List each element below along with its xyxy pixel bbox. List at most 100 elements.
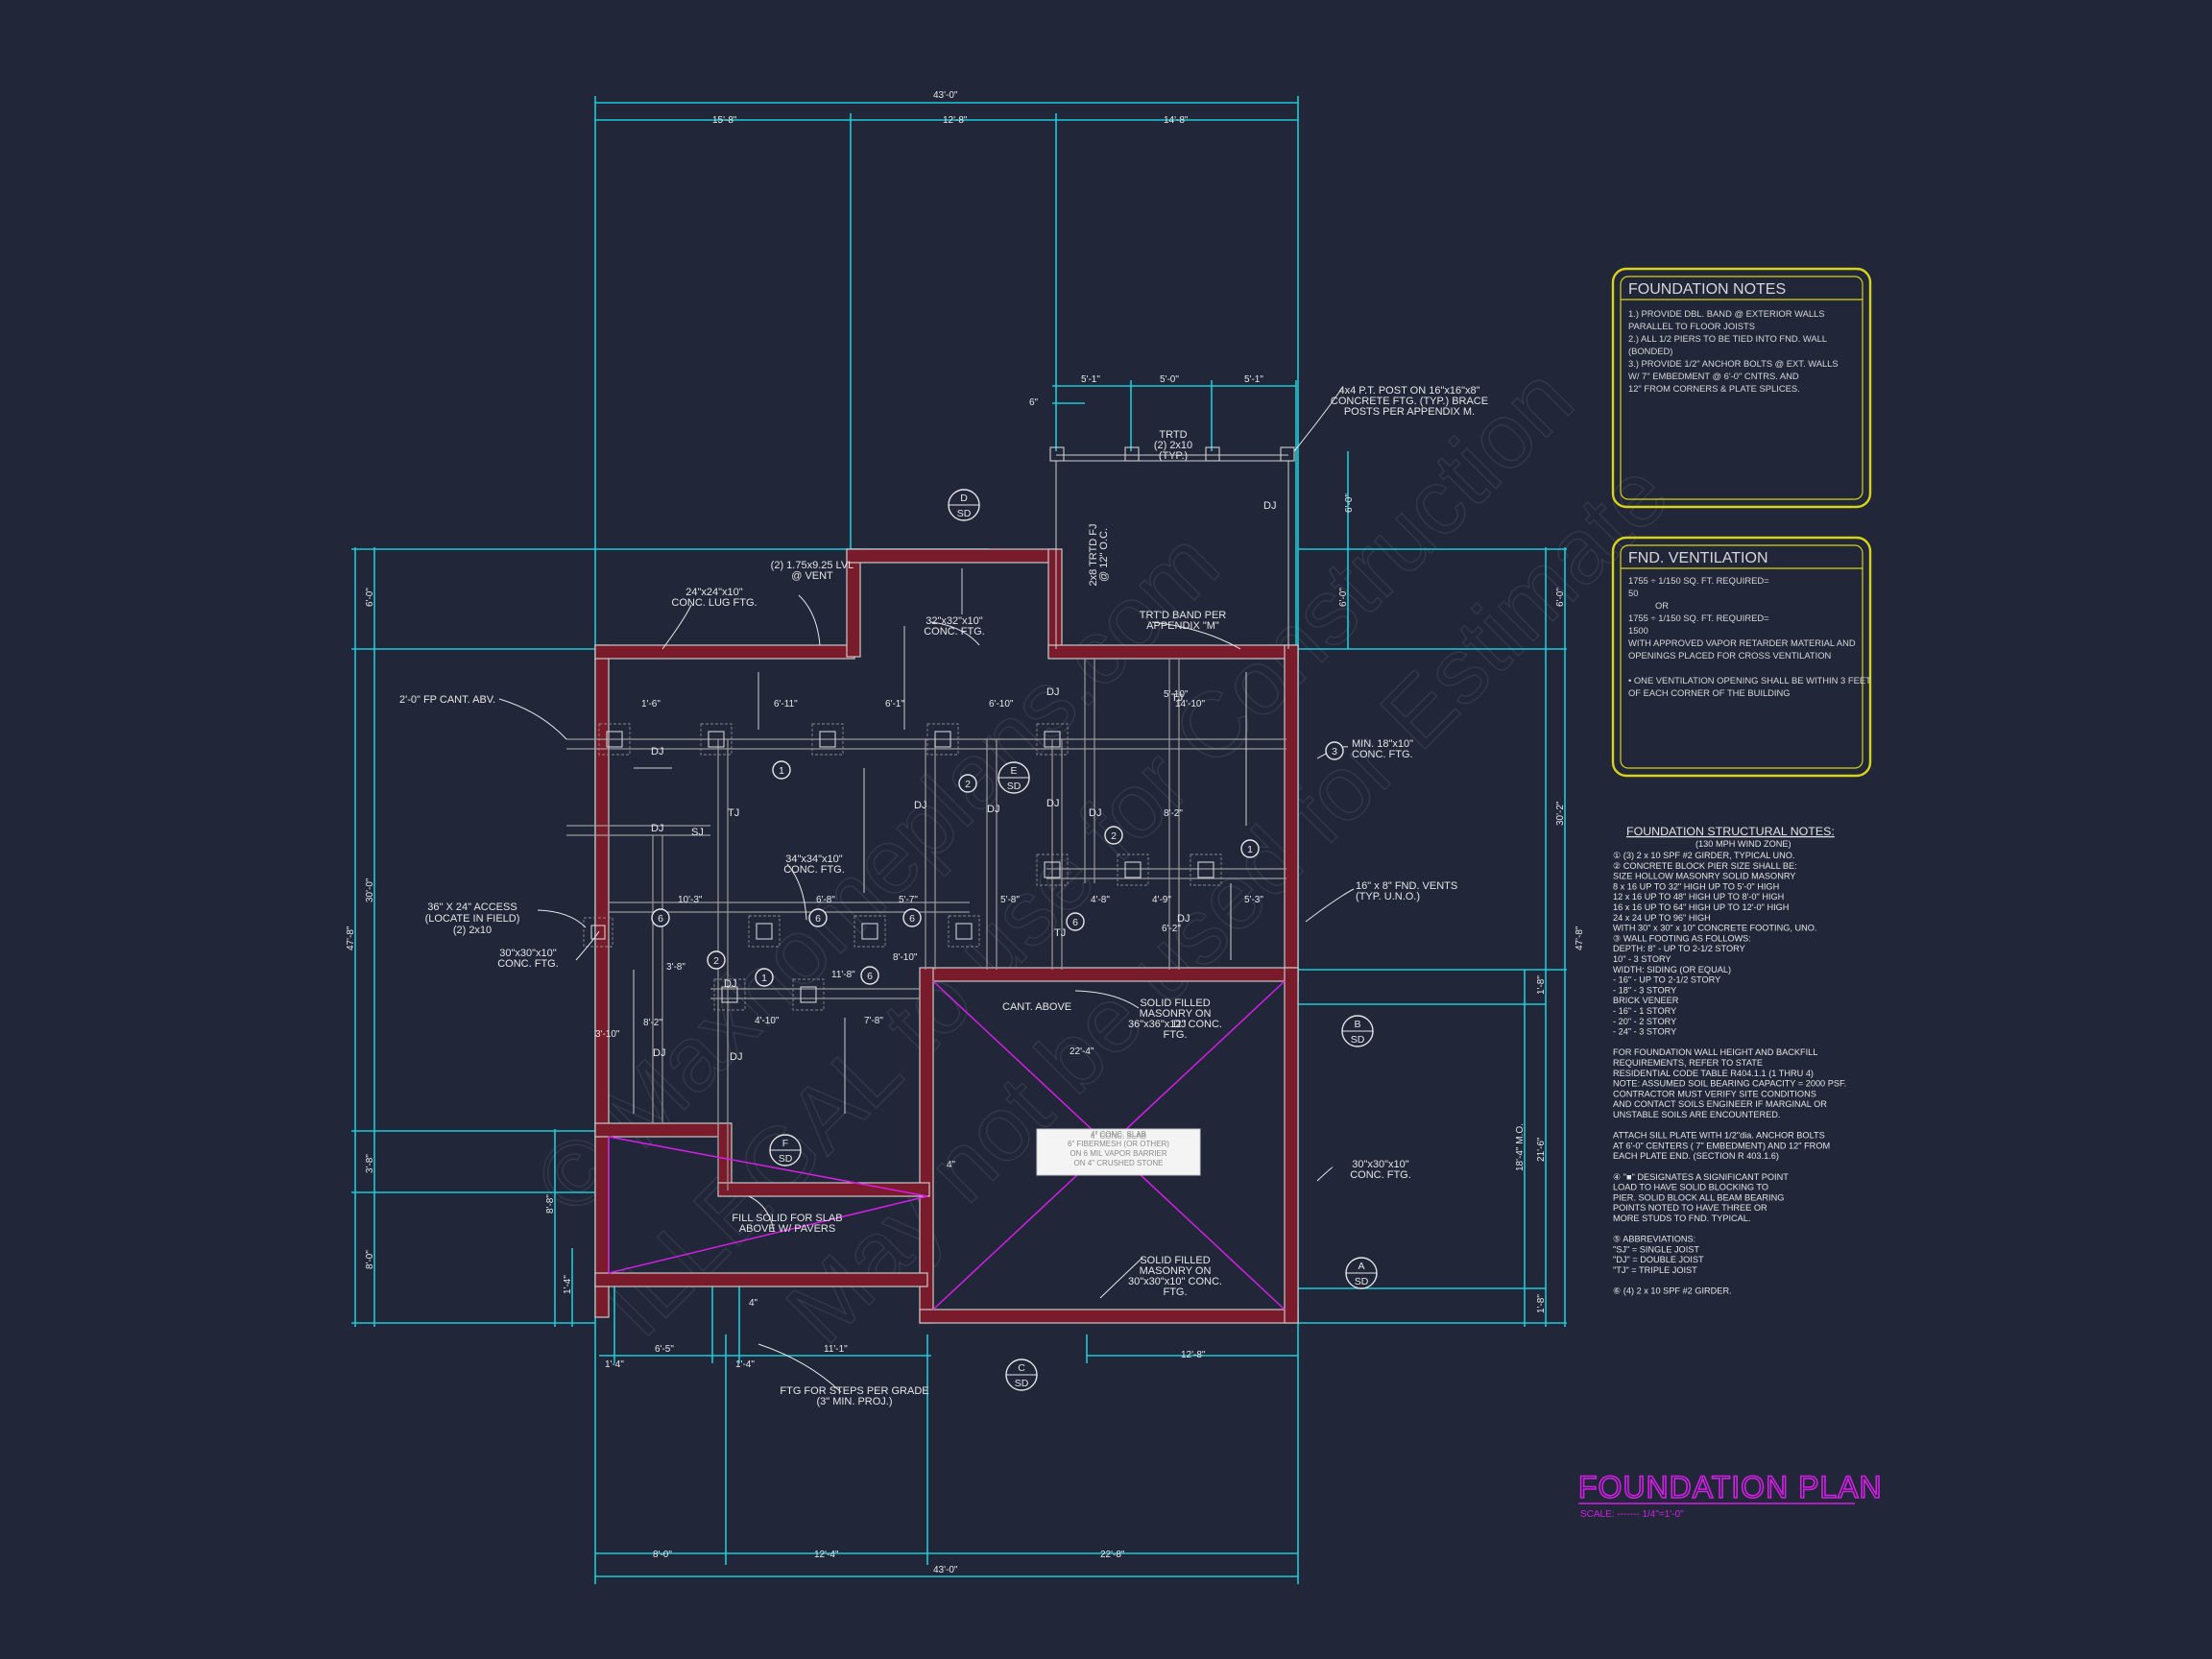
svg-text:SD: SD bbox=[1355, 1276, 1369, 1287]
foundation-notes-heading: FOUNDATION NOTES bbox=[1628, 281, 1786, 298]
dim-right-overall: 47'-8" bbox=[1575, 926, 1585, 950]
dim-left-seg-1: 6'-0" bbox=[365, 588, 375, 607]
dim-right-seg-3: 30'-2" bbox=[1555, 801, 1566, 826]
structural-note-line: MORE STUDS TO FND. TYPICAL. bbox=[1613, 1214, 1750, 1223]
dimension-lines bbox=[351, 96, 1567, 1584]
fnd-ventilation-panel: FND. VENTILATION 1755 ÷ 1/150 SQ. FT. RE… bbox=[1611, 536, 1872, 778]
structural-note-line: BRICK VENEER bbox=[1613, 996, 1679, 1005]
dim-porch-small: 6" bbox=[1029, 397, 1039, 408]
detail-tag: 6 bbox=[860, 966, 879, 985]
svg-text:4" CONC. SLAB: 4" CONC. SLAB bbox=[1091, 1132, 1146, 1141]
structural-note-line: - 24" - 3 STORY bbox=[1613, 1027, 1676, 1037]
ventilation-line: WITH APPROVED VAPOR RETARDER MATERIAL AN… bbox=[1628, 637, 1856, 648]
interior-dimension: 4" bbox=[749, 1298, 758, 1309]
structural-note-line: AND CONTACT SOILS ENGINEER IF MARGINAL O… bbox=[1613, 1099, 1827, 1109]
leader-line bbox=[1151, 621, 1241, 650]
ventilation-line: OF EACH CORNER OF THE BUILDING bbox=[1628, 687, 1791, 698]
joist-tag: DJ bbox=[730, 1051, 742, 1063]
structural-note-line: "SJ" = SINGLE JOIST bbox=[1613, 1244, 1699, 1254]
joist-tag: SJ bbox=[691, 827, 704, 838]
annotations: (2) 1.75x9.25 LVL@ VENT24"x24"x10"CONC. … bbox=[399, 385, 1488, 1407]
svg-text:2: 2 bbox=[713, 955, 719, 967]
structural-note-line: 16 x 16 UP TO 64" HIGH UP TO 12'-0" HIGH bbox=[1613, 902, 1789, 912]
section-bubble: ESD bbox=[998, 761, 1030, 794]
leader-line bbox=[748, 1195, 775, 1232]
structural-note-line: "TJ" = TRIPLE JOIST bbox=[1613, 1265, 1697, 1275]
svg-text:E: E bbox=[1010, 765, 1017, 777]
structural-notes-subheading: (130 MPH WIND ZONE) bbox=[1695, 839, 1791, 849]
structural-note-line: - 18" - 3 STORY bbox=[1613, 985, 1676, 995]
leader-line bbox=[930, 621, 980, 646]
structural-notes-heading: FOUNDATION STRUCTURAL NOTES: bbox=[1626, 825, 1835, 838]
title-block: FOUNDATION PLAN SCALE: ------- 1/4"=1'-0… bbox=[1577, 1469, 1882, 1520]
detail-tag: 1 bbox=[755, 968, 774, 987]
svg-text:SD: SD bbox=[1015, 1378, 1029, 1389]
dim-right-seg-4: 1'-8" bbox=[1536, 975, 1547, 995]
ventilation-line: OPENINGS PLACED FOR CROSS VENTILATION bbox=[1628, 650, 1831, 661]
joist-tag: DJ bbox=[1046, 798, 1059, 809]
trtd-label: TRTD(2) 2x10(TYP.) bbox=[1154, 429, 1192, 462]
interior-dimension: 4" bbox=[947, 1160, 956, 1170]
structural-note-line: ② CONCRETE BLOCK PIER SIZE SHALL BE: bbox=[1613, 861, 1797, 871]
interior-dimension: 6'-2" bbox=[1162, 924, 1181, 934]
interior-dimension: 6'-8" bbox=[816, 895, 835, 905]
dim-top-overall: 43'-0" bbox=[933, 90, 958, 101]
foundation-note-line: W/ 7" EMBEDMENT @ 6'-0" CNTRS. AND bbox=[1628, 371, 1799, 381]
structural-note-line: - 16" - 1 STORY bbox=[1613, 1006, 1676, 1016]
interior-dimension: 5'-10" bbox=[1164, 689, 1189, 700]
interior-dimension: 6'-10" bbox=[989, 699, 1014, 709]
interior-dimension: 5'-7" bbox=[899, 895, 918, 905]
structural-note-line: WITH 30" x 30" x 10" CONCRETE FOOTING, U… bbox=[1613, 924, 1816, 933]
dim-left-small-1: 8'-8" bbox=[545, 1194, 556, 1214]
structural-note-line: FOR FOUNDATION WALL HEIGHT AND BACKFILL bbox=[1613, 1047, 1817, 1057]
structural-note-line: ⑤ ABBREVIATIONS: bbox=[1613, 1235, 1695, 1244]
interior-dimension: 6'-1" bbox=[885, 699, 904, 709]
svg-text:1: 1 bbox=[779, 765, 784, 777]
detail-tag: 6 bbox=[808, 908, 828, 927]
dim-right-seg-5: 21'-6" bbox=[1536, 1137, 1547, 1162]
interior-dimension: 8'-10" bbox=[893, 952, 918, 963]
foundation-note-line: 3.) PROVIDE 1/2" ANCHOR BOLTS @ EXT. WAL… bbox=[1628, 358, 1839, 369]
joist-tag: DJ bbox=[1173, 1019, 1186, 1030]
access-label: 36" X 24" ACCESS(LOCATE IN FIELD)(2) 2x1… bbox=[425, 902, 520, 936]
dim-porch-1: 5'-1" bbox=[1081, 374, 1100, 385]
ftg-steps-label: FTG FOR STEPS PER GRADE(3" MIN. PROJ.) bbox=[780, 1385, 928, 1407]
interior-dimension: 4'-8" bbox=[1091, 895, 1110, 905]
structural-note-line: 12 x 16 UP TO 48" HIGH UP TO 8'-0" HIGH bbox=[1613, 892, 1784, 902]
svg-text:A: A bbox=[1358, 1261, 1364, 1272]
svg-text:1: 1 bbox=[761, 973, 767, 984]
interior-dimension: 11'-8" bbox=[831, 970, 855, 980]
interior-dimension: 8'-2" bbox=[643, 1018, 662, 1028]
foundation-note-line: 1.) PROVIDE DBL. BAND @ EXTERIOR WALLS bbox=[1628, 308, 1825, 319]
section-bubble: BSD bbox=[1341, 1015, 1374, 1047]
interior-dimension: 5'-3" bbox=[1244, 895, 1263, 905]
leader-line bbox=[757, 1343, 842, 1393]
interior-dimension: 7'-8" bbox=[864, 1016, 883, 1026]
leader-line bbox=[798, 594, 821, 646]
conc-ftg-30-label: 30"x30"x10"CONC. FTG. bbox=[497, 948, 559, 970]
svg-text:D: D bbox=[960, 493, 968, 504]
foundation-notes-panel: FOUNDATION NOTES 1.) PROVIDE DBL. BAND @… bbox=[1611, 267, 1872, 509]
structural-note-line: - 16" - UP TO 2-1/2 STORY bbox=[1613, 975, 1720, 985]
detail-tag: 6 bbox=[902, 908, 922, 927]
structural-note-line: ⑥ (4) 2 x 10 SPF #2 GIRDER. bbox=[1613, 1286, 1732, 1296]
leader-line bbox=[661, 604, 692, 650]
detail-tag: 2 bbox=[958, 774, 977, 793]
joist-tag: TJ bbox=[728, 807, 739, 819]
dim-right-seg-6: 1'-8" bbox=[1536, 1294, 1547, 1313]
structural-note-line: ④ "■" DESIGNATES A SIGNIFICANT POINT bbox=[1613, 1172, 1789, 1182]
structural-note-line: RESIDENTIAL CODE TABLE R404.1.1 (1 THRU … bbox=[1613, 1069, 1814, 1078]
structural-note-line: NOTE: ASSUMED SOIL BEARING CAPACITY = 20… bbox=[1613, 1079, 1846, 1089]
conc-ftg-32-label: 32"x32"x10"CONC. FTG. bbox=[924, 615, 985, 637]
fnd-ventilation-heading: FND. VENTILATION bbox=[1628, 550, 1768, 566]
dim-bottom-seg-1: 8'-0" bbox=[653, 1550, 672, 1560]
structural-note-line: REQUIREMENTS, REFER TO STATE bbox=[1613, 1058, 1763, 1068]
leader-line bbox=[1074, 990, 1140, 1009]
structural-note-line: 8 x 16 UP TO 32" HIGH UP TO 5'-0" HIGH bbox=[1613, 881, 1779, 891]
leader-line bbox=[575, 930, 600, 961]
leader-line bbox=[1293, 387, 1343, 452]
